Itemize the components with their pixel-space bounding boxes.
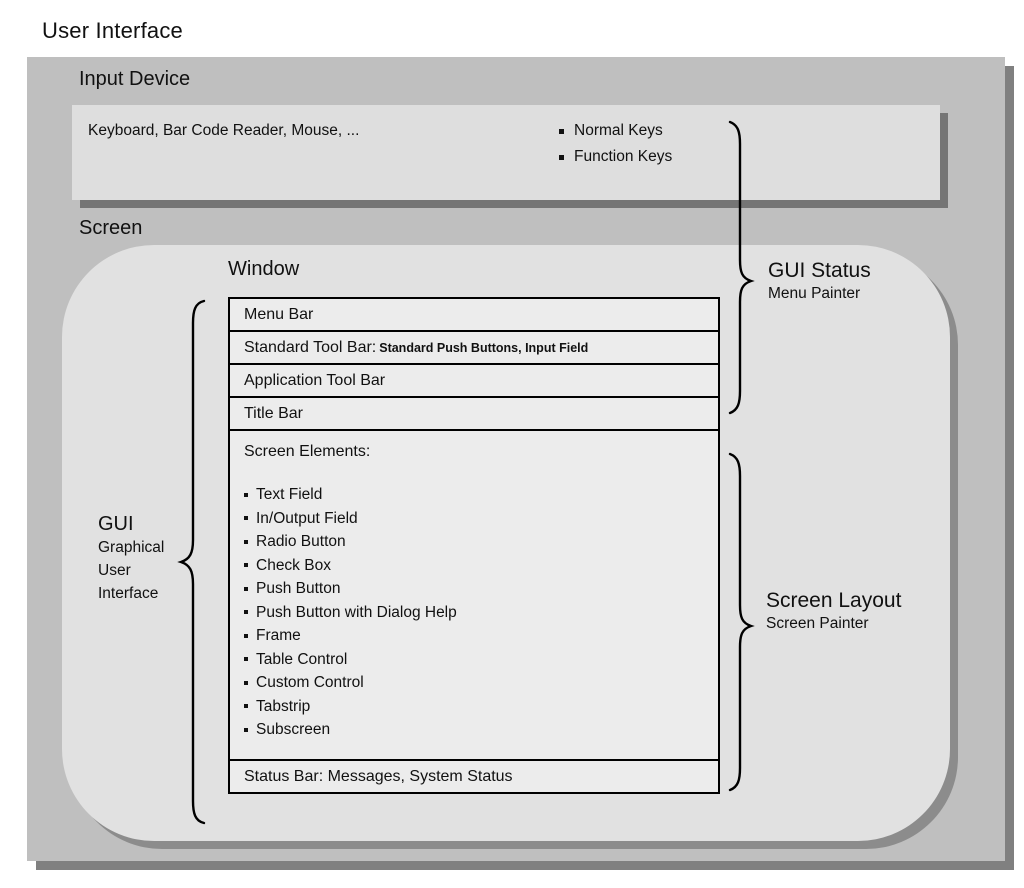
window-heading: Window [228, 258, 300, 280]
window-stack: Menu Bar Standard Tool Bar: Standard Pus… [228, 297, 720, 794]
list-item: Radio Button [244, 530, 718, 554]
gui-label-title: GUI [98, 513, 134, 535]
gui-brace-icon [177, 299, 206, 825]
gui-label-line1: Graphical [98, 539, 165, 556]
list-item: Frame [244, 624, 718, 648]
screen-heading: Screen [79, 217, 143, 239]
menu-bar-label: Menu Bar [244, 305, 314, 323]
list-item: Push Button with Dialog Help [244, 601, 718, 625]
list-item: Normal Keys [557, 118, 672, 144]
menu-bar: Menu Bar [228, 297, 720, 332]
gui-label: GUI Graphical User Interface [98, 513, 208, 605]
application-tool-bar-label: Application Tool Bar [244, 371, 386, 389]
list-item: Custom Control [244, 671, 718, 695]
application-tool-bar: Application Tool Bar [228, 363, 720, 398]
gui-label-line2: User [98, 562, 131, 579]
screen-elements-heading: Screen Elements: [244, 443, 371, 460]
gui-status-brace-icon [728, 120, 755, 415]
input-device-heading: Input Device [79, 68, 191, 90]
title-bar-label: Title Bar [244, 404, 303, 422]
gui-status-label: GUI Status Menu Painter [768, 258, 871, 305]
list-item: In/Output Field [244, 507, 718, 531]
standard-tool-bar-detail: Standard Push Buttons, Input Field [379, 340, 589, 355]
status-bar: Status Bar: Messages, System Status [228, 759, 720, 794]
screen-elements-list: Text Field In/Output Field Radio Button … [244, 483, 718, 742]
screen-layout-title: Screen Layout [766, 589, 902, 612]
list-item: Tabstrip [244, 695, 718, 719]
screen-layout-label: Screen Layout Screen Painter [766, 588, 901, 635]
gui-status-title: GUI Status [768, 259, 871, 282]
list-item: Check Box [244, 554, 718, 578]
list-item: Push Button [244, 577, 718, 601]
list-item: Table Control [244, 648, 718, 672]
standard-tool-bar: Standard Tool Bar: Standard Push Buttons… [228, 330, 720, 365]
screen-layout-brace-icon [728, 452, 755, 792]
list-item: Subscreen [244, 718, 718, 742]
title-bar: Title Bar [228, 396, 720, 431]
list-item: Function Keys [557, 144, 672, 170]
gui-label-line3: Interface [98, 585, 159, 602]
status-bar-label: Status Bar: Messages, System Status [244, 767, 513, 785]
page-title: User Interface [42, 18, 183, 43]
key-type-list: Normal Keys Function Keys [557, 118, 672, 170]
gui-status-subtitle: Menu Painter [768, 285, 861, 302]
input-device-list-text: Keyboard, Bar Code Reader, Mouse, ... [88, 122, 360, 139]
screen-elements-box: Screen Elements: Text Field In/Output Fi… [228, 429, 720, 761]
screen-layout-subtitle: Screen Painter [766, 615, 869, 632]
list-item: Text Field [244, 483, 718, 507]
input-device-box: Keyboard, Bar Code Reader, Mouse, ... No… [72, 105, 940, 200]
standard-tool-bar-label: Standard Tool Bar: [244, 338, 377, 356]
